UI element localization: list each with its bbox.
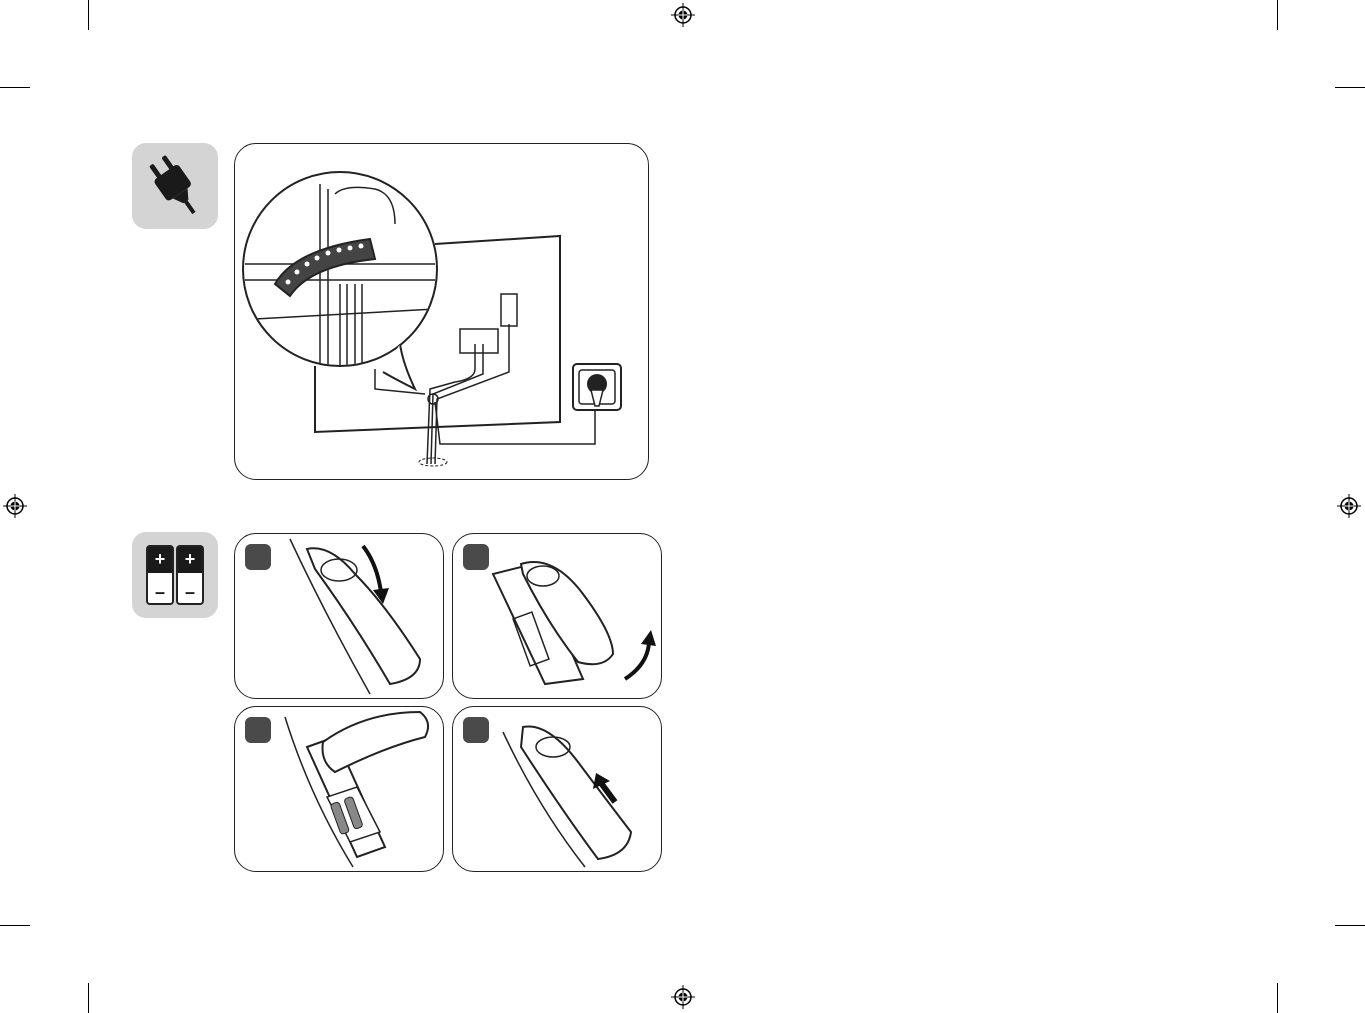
crop-mark-bottom-left-v bbox=[88, 983, 89, 1013]
power-section-icon-box bbox=[132, 143, 218, 229]
registration-mark-top bbox=[671, 3, 695, 27]
crop-mark-top-left-v bbox=[88, 0, 89, 30]
battery-step-3-panel bbox=[234, 706, 444, 872]
battery-step-2-panel bbox=[452, 533, 662, 699]
battery-step-4-panel bbox=[452, 706, 662, 872]
crop-mark-bottom-right-h bbox=[1335, 925, 1365, 926]
crop-mark-bottom-right-v bbox=[1277, 983, 1278, 1013]
step-badge-3 bbox=[245, 717, 271, 743]
step-badge-4 bbox=[463, 717, 489, 743]
battery-minus-left: – bbox=[155, 582, 165, 602]
battery-plus-left: + bbox=[155, 549, 166, 569]
power-plug-icon bbox=[132, 143, 218, 229]
battery-step-1-panel bbox=[234, 533, 444, 699]
battery-minus-right: – bbox=[185, 582, 195, 602]
registration-mark-left bbox=[3, 494, 27, 518]
battery-plus-right: + bbox=[185, 549, 196, 569]
registration-mark-bottom bbox=[671, 985, 695, 1009]
crop-mark-top-left-h bbox=[0, 87, 30, 88]
cable-management-illustration bbox=[234, 143, 649, 480]
step-badge-1 bbox=[245, 544, 271, 570]
crop-mark-top-right-v bbox=[1277, 0, 1278, 30]
crop-mark-top-right-h bbox=[1335, 87, 1365, 88]
batteries-section-icon-box: + + – – bbox=[132, 532, 218, 618]
batteries-icon: + + – – bbox=[132, 532, 218, 618]
registration-mark-right bbox=[1337, 494, 1361, 518]
crop-mark-bottom-left-h bbox=[0, 925, 30, 926]
step-badge-2 bbox=[463, 544, 489, 570]
